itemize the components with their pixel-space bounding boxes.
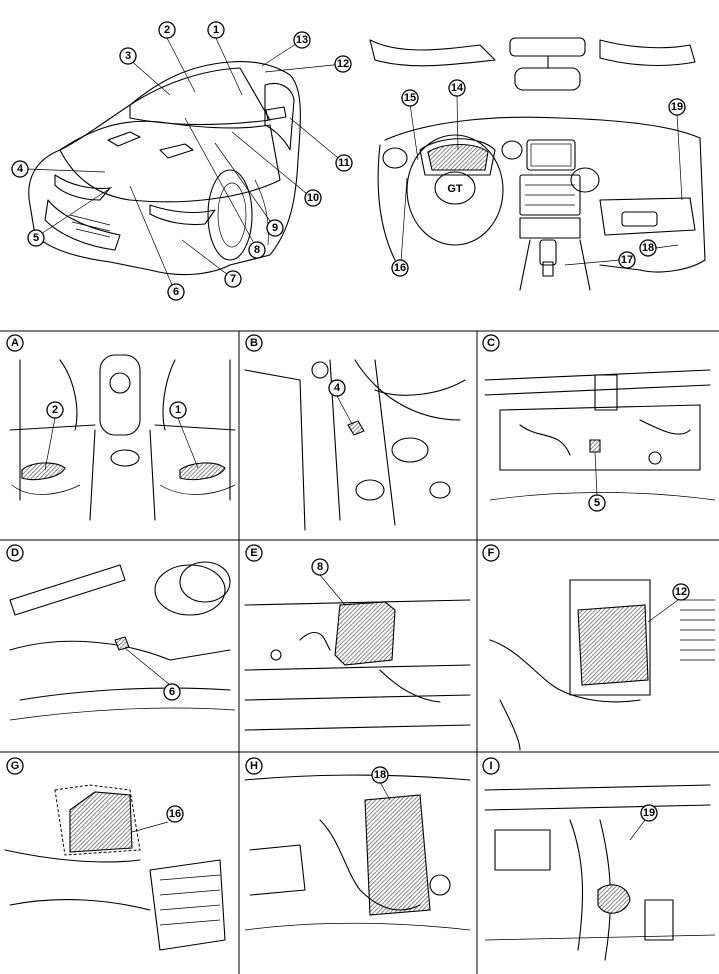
interior-overview-drawing: GT — [369, 37, 706, 291]
svg-text:G: G — [11, 760, 20, 772]
panel-letter-h: H — [245, 757, 263, 775]
callout-14: 14 — [448, 79, 466, 97]
panel-i-callout-19: 19 — [640, 804, 658, 822]
svg-text:4: 4 — [334, 382, 341, 394]
panel-g-callout-16: 16 — [166, 805, 184, 823]
svg-text:12: 12 — [337, 58, 349, 70]
panel-letter-a: A — [6, 334, 24, 352]
panel-c-callout-5: 5 — [588, 494, 606, 512]
svg-text:6: 6 — [173, 286, 179, 298]
svg-text:5: 5 — [594, 497, 600, 509]
panel-letter-f: F — [482, 544, 500, 562]
panel-a-callout-1: 1 — [169, 401, 187, 419]
svg-text:5: 5 — [33, 232, 39, 244]
callout-3: 3 — [119, 47, 137, 65]
svg-text:2: 2 — [52, 404, 58, 416]
panel-f-callout-12: 12 — [672, 583, 690, 601]
svg-text:D: D — [11, 547, 19, 559]
svg-text:13: 13 — [296, 34, 308, 46]
panel-letter-d: D — [6, 544, 24, 562]
panel-letter-b: B — [245, 334, 263, 352]
vehicle-leader-lines — [26, 37, 344, 293]
svg-text:12: 12 — [675, 586, 687, 598]
svg-text:16: 16 — [169, 808, 181, 820]
panel-f: F 12 — [482, 544, 715, 751]
svg-text:9: 9 — [272, 222, 278, 234]
svg-text:B: B — [250, 337, 258, 349]
callout-17: 17 — [618, 251, 636, 269]
svg-text:2: 2 — [164, 24, 170, 36]
callout-5: 5 — [27, 229, 45, 247]
svg-text:8: 8 — [317, 561, 323, 573]
panel-a: A 2 1 — [6, 334, 236, 521]
callout-13: 13 — [293, 31, 311, 49]
svg-text:GT: GT — [447, 183, 463, 195]
svg-text:8: 8 — [254, 244, 260, 256]
callout-10: 10 — [304, 189, 322, 207]
svg-text:4: 4 — [17, 163, 24, 175]
panel-e: E 8 — [244, 544, 471, 731]
panel-c: C 5 — [482, 334, 716, 512]
panel-h: H 18 — [244, 757, 471, 931]
svg-text:18: 18 — [642, 242, 654, 254]
callout-2: 2 — [158, 21, 176, 39]
callout-9: 9 — [266, 219, 284, 237]
panel-grid-lines — [0, 330, 719, 974]
svg-text:10: 10 — [307, 192, 319, 204]
svg-text:F: F — [488, 547, 495, 559]
callout-7: 7 — [224, 270, 242, 288]
panel-b: B 4 — [244, 334, 466, 531]
svg-text:3: 3 — [125, 50, 131, 62]
panel-g: G 16 — [4, 757, 226, 951]
vehicle-overview-drawing — [28, 61, 301, 276]
panel-a-callout-2: 2 — [46, 401, 64, 419]
svg-text:11: 11 — [338, 157, 350, 169]
panel-letter-g: G — [6, 757, 24, 775]
callout-8: 8 — [248, 241, 266, 259]
svg-text:C: C — [487, 337, 495, 349]
panel-i: I 19 — [482, 757, 716, 961]
callout-16: 16 — [391, 259, 409, 277]
panel-b-callout-4: 4 — [328, 379, 346, 397]
svg-text:18: 18 — [374, 769, 386, 781]
svg-text:16: 16 — [394, 262, 406, 274]
svg-text:1: 1 — [213, 24, 219, 36]
callout-12: 12 — [334, 55, 352, 73]
svg-text:A: A — [11, 337, 19, 349]
svg-text:6: 6 — [169, 686, 175, 698]
panel-letter-e: E — [245, 544, 263, 562]
panel-d-callout-6: 6 — [163, 683, 181, 701]
panel-letter-c: C — [482, 334, 500, 352]
svg-text:I: I — [489, 760, 492, 772]
svg-text:E: E — [250, 547, 257, 559]
svg-text:7: 7 — [230, 273, 236, 285]
callout-1: 1 — [207, 21, 225, 39]
svg-text:1: 1 — [175, 404, 181, 416]
svg-text:19: 19 — [671, 101, 683, 113]
svg-text:15: 15 — [404, 92, 416, 104]
callout-15: 15 — [401, 89, 419, 107]
callout-18: 18 — [639, 239, 657, 257]
svg-text:H: H — [250, 760, 258, 772]
svg-text:14: 14 — [451, 82, 464, 94]
panel-d: D 6 — [6, 544, 236, 721]
callout-6: 6 — [167, 283, 185, 301]
callout-19: 19 — [668, 98, 686, 116]
callout-4: 4 — [11, 160, 29, 178]
panel-e-callout-8: 8 — [311, 558, 329, 576]
interior-leader-lines — [400, 95, 683, 266]
panel-h-callout-18: 18 — [371, 766, 389, 784]
callout-11: 11 — [335, 154, 353, 172]
svg-text:19: 19 — [643, 807, 655, 819]
panel-letter-i: I — [482, 757, 500, 775]
svg-text:17: 17 — [621, 254, 633, 266]
